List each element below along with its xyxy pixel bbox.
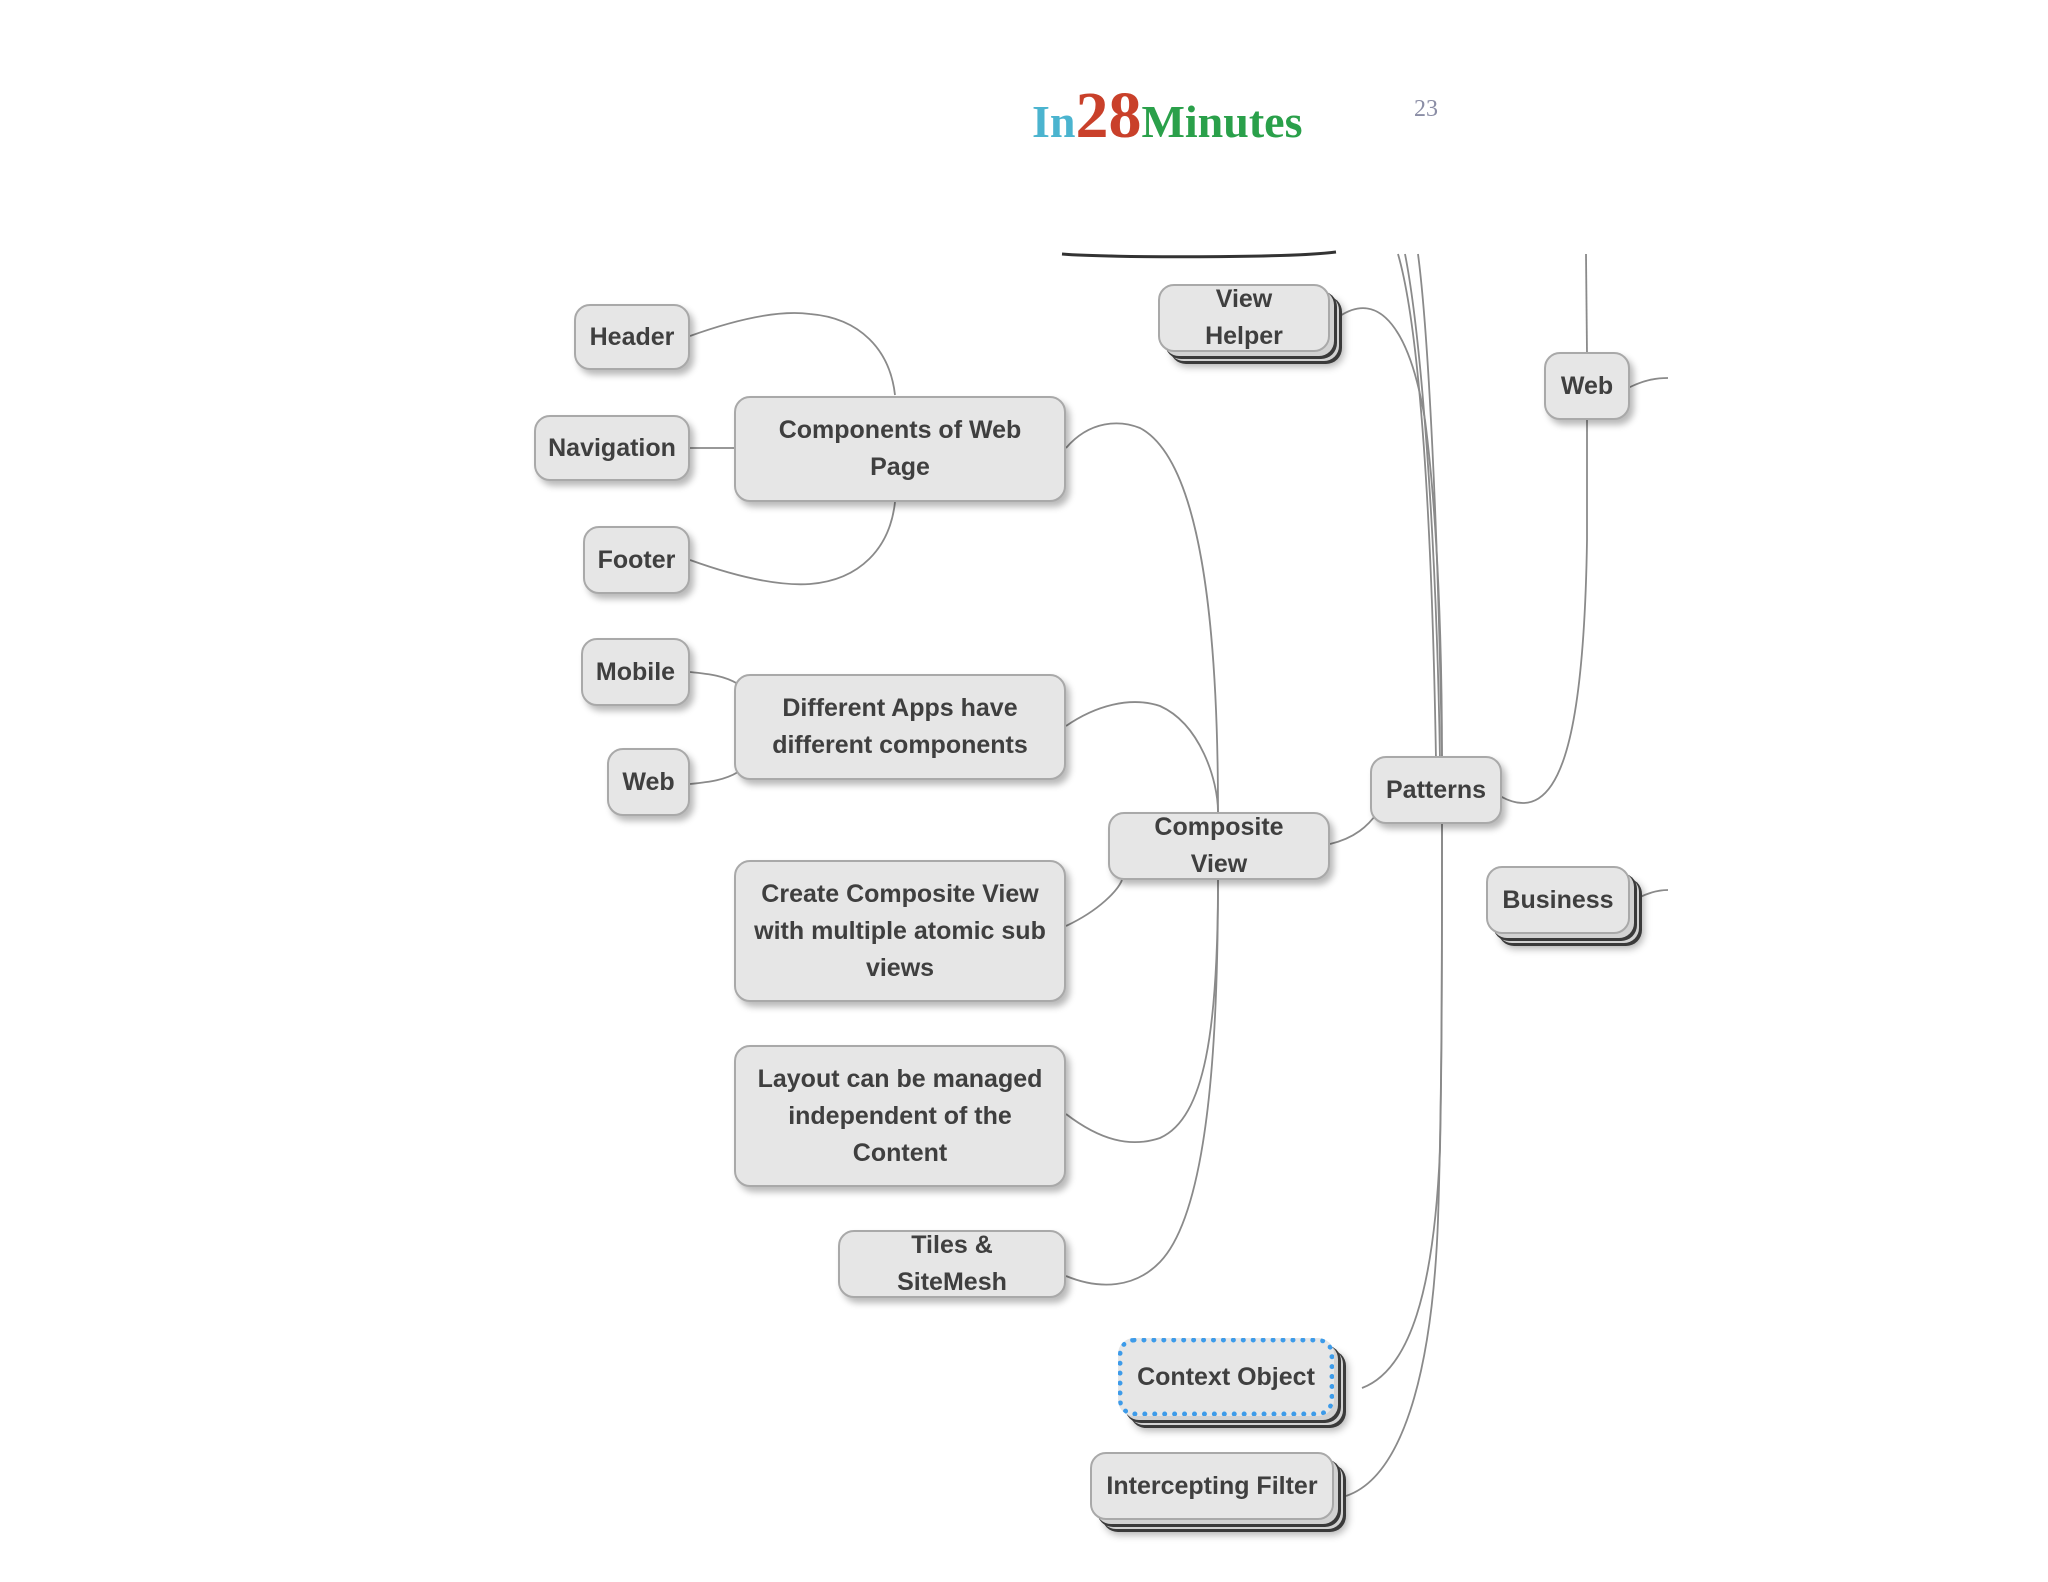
node-business-label: Business — [1502, 885, 1614, 914]
node-layout-managed[interactable]: Layout can be managed independent of the… — [734, 1045, 1066, 1187]
page-number: 23 — [1414, 96, 1438, 122]
node-different-apps[interactable]: Different Apps have different components — [734, 674, 1066, 780]
connector-different-apps — [1065, 701, 1219, 813]
connector-header — [689, 312, 896, 396]
node-view-helper-label: View Helper — [1205, 285, 1283, 350]
node-create-composite-view[interactable]: Create Composite View with multiple atom… — [734, 860, 1066, 1002]
node-footer[interactable]: Footer — [583, 526, 690, 594]
connector-top-right — [1585, 253, 1588, 355]
connector-web-right-out — [1627, 377, 1669, 389]
connector-top-a — [1404, 253, 1441, 761]
connector-top-b — [1417, 253, 1443, 761]
connector-intercepting-filter — [1345, 823, 1443, 1497]
node-web-left[interactable]: Web — [607, 748, 690, 816]
node-mobile-label: Mobile — [595, 657, 676, 686]
node-components-label: Components of Web Page — [778, 416, 1022, 481]
node-composite-view[interactable]: Composite View — [1108, 812, 1330, 880]
logo-minutes-text: Minutes — [1141, 96, 1303, 147]
node-context-object-label: Context Object — [1137, 1362, 1315, 1391]
connector-footer — [689, 501, 896, 586]
connector-tiles — [1065, 879, 1219, 1286]
node-different-apps-label: Different Apps have different components — [772, 694, 1028, 759]
connector-business-out — [1637, 889, 1669, 899]
node-view-helper[interactable]: View Helper — [1158, 284, 1330, 352]
node-layout-managed-label: Layout can be managed independent of the… — [757, 1064, 1043, 1167]
node-web-right[interactable]: Web — [1544, 352, 1630, 420]
logo-28-text: 28 — [1075, 79, 1142, 152]
node-tiles-sitemesh-label: Tiles & SiteMesh — [897, 1231, 1007, 1296]
node-context-object[interactable]: Context Object — [1118, 1338, 1334, 1416]
node-business[interactable]: Business — [1486, 866, 1630, 934]
node-web-left-label: Web — [622, 767, 675, 796]
connector-create — [1065, 879, 1123, 927]
connector-web-left — [689, 771, 739, 785]
node-composite-view-label: Composite View — [1154, 813, 1284, 878]
node-web-right-label: Web — [1560, 371, 1614, 400]
in28minutes-logo: In28Minutes — [1032, 83, 1303, 152]
connector-components — [1065, 422, 1219, 813]
node-header[interactable]: Header — [574, 304, 690, 370]
node-components-of-web-page[interactable]: Components of Web Page — [734, 396, 1066, 502]
connector-web-right — [1499, 418, 1588, 804]
node-navigation[interactable]: Navigation — [534, 415, 690, 481]
node-header-label: Header — [589, 322, 675, 351]
connector-layout — [1065, 879, 1219, 1144]
node-intercepting-filter-label: Intercepting Filter — [1106, 1471, 1318, 1500]
node-patterns-label: Patterns — [1385, 775, 1487, 804]
partial-node-edge — [1061, 250, 1337, 259]
node-footer-label: Footer — [597, 545, 676, 574]
node-tiles-sitemesh[interactable]: Tiles & SiteMesh — [838, 1230, 1066, 1298]
node-create-composite-label: Create Composite View with multiple atom… — [754, 879, 1046, 982]
logo-in-text: In — [1032, 96, 1076, 147]
connector-view-helper-2 — [1397, 253, 1437, 761]
node-navigation-label: Navigation — [548, 433, 676, 462]
node-mobile[interactable]: Mobile — [581, 638, 690, 706]
node-intercepting-filter[interactable]: Intercepting Filter — [1090, 1452, 1334, 1520]
node-patterns[interactable]: Patterns — [1370, 756, 1502, 824]
